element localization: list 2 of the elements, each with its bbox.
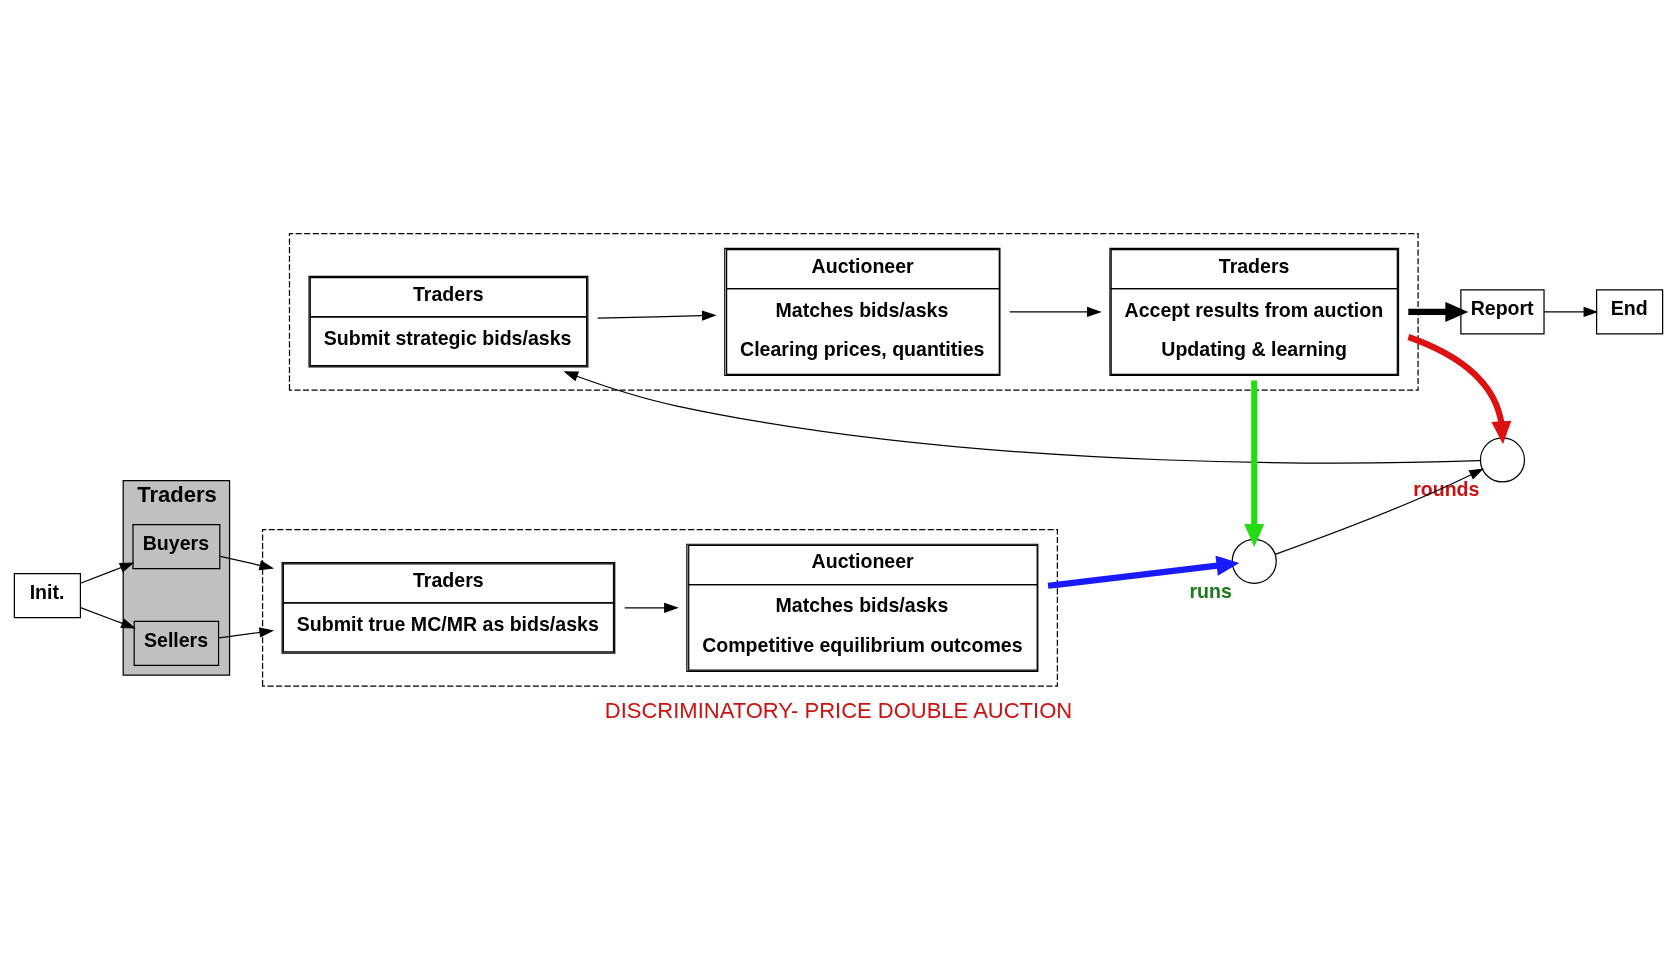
caption: DISCRIMINATORY- PRICE DOUBLE AUCTION xyxy=(604,697,1073,723)
node-label: runs xyxy=(1189,579,1232,602)
